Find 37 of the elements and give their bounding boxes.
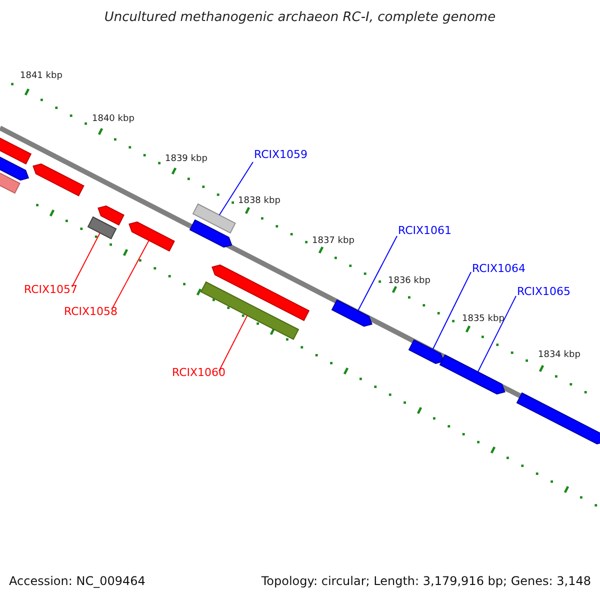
leader-line	[432, 272, 472, 350]
scale-label: 1835 kbp	[462, 314, 504, 325]
gene-feature	[87, 216, 117, 240]
gene-feature	[192, 203, 236, 234]
scale-label: 1834 kbp	[538, 350, 580, 361]
scale-label: 1836 kbp	[388, 276, 430, 287]
gene-label: RCIX1057	[24, 283, 78, 296]
scale-label: 1841 kbp	[20, 71, 62, 82]
gene-label: RCIX1064	[472, 262, 526, 276]
scale-label: 1840 kbp	[92, 114, 134, 125]
gene-feature	[98, 205, 124, 226]
gene-feature	[408, 339, 444, 364]
gene-feature	[212, 264, 310, 322]
scale-label: 1839 kbp	[165, 154, 208, 165]
title: Uncultured methanogenic archaeon RC-I, complete genome	[103, 10, 497, 26]
scale-label: 1838 kbp	[238, 196, 280, 207]
gene-feature	[189, 219, 232, 248]
gene-feature	[128, 221, 175, 252]
leader-line	[357, 236, 398, 312]
gene-feature	[439, 354, 506, 395]
gene-label: RCIX1059	[254, 148, 308, 162]
leader-line	[72, 232, 100, 288]
footer-text: Accession: NC_009464	[9, 574, 146, 588]
leader-line	[218, 162, 254, 216]
leader-line	[477, 296, 516, 372]
gene-label: RCIX1061	[398, 224, 452, 238]
gene-feature	[331, 299, 372, 327]
gene-label: RCIX1065	[517, 285, 571, 298]
gene-feature	[516, 392, 600, 444]
gene-label: RCIX1060	[172, 366, 226, 380]
scale-label: 1837 kbp	[312, 236, 354, 247]
footer-text: Topology: circular; Length: 3,179,916 bp; Genes: 3,148	[261, 574, 591, 588]
leader-line	[112, 240, 150, 310]
gene-feature	[200, 281, 300, 340]
gene-feature	[32, 163, 84, 196]
gene-label: RCIX1058	[64, 305, 118, 318]
leader-line	[218, 315, 248, 372]
